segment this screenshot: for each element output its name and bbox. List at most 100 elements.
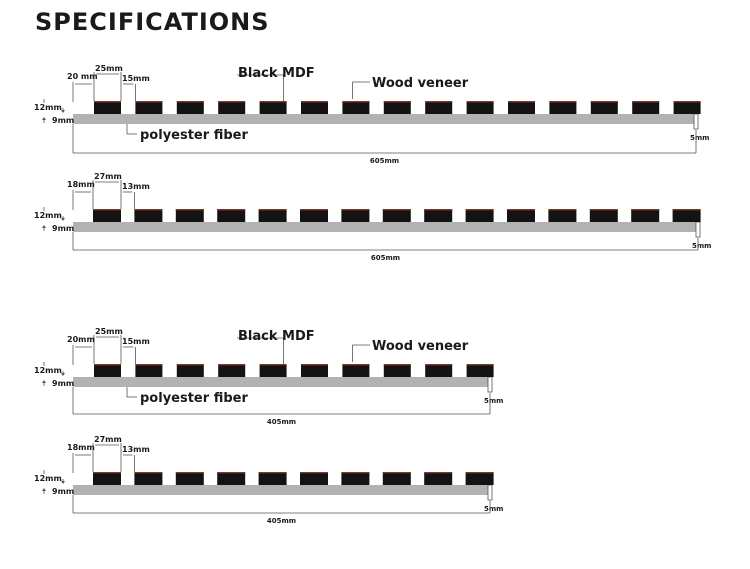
mdf-slat <box>590 101 618 114</box>
felt-label: polyester fiber <box>140 128 248 143</box>
veneer-layer <box>632 101 660 103</box>
mdf-slat <box>341 209 370 222</box>
mdf-slat <box>466 101 494 114</box>
veneer-layer <box>589 209 618 211</box>
mdf-slat <box>424 209 453 222</box>
edge-gap-label: 18mm <box>67 443 95 452</box>
veneer-layer <box>382 472 411 474</box>
veneer-layer <box>218 101 246 103</box>
veneer-layer <box>507 209 535 211</box>
veneer-layer <box>301 101 328 103</box>
veneer-label: Wood veneer <box>372 339 469 354</box>
mdf-label: Black MDF <box>238 66 315 81</box>
veneer-layer <box>135 364 163 366</box>
veneer-layer <box>175 472 204 474</box>
veneer-layer <box>465 209 494 211</box>
veneer-layer <box>259 101 287 103</box>
veneer-layer <box>465 472 494 474</box>
overhang-label: 5mm <box>692 242 711 250</box>
veneer-layer <box>135 101 163 103</box>
veneer-layer <box>425 101 453 103</box>
veneer-layer <box>217 209 246 211</box>
mdf-slat <box>93 209 121 222</box>
veneer-layer <box>258 472 287 474</box>
mdf-slat <box>135 101 163 114</box>
veneer-layer <box>466 364 494 366</box>
mdf-slat <box>175 472 204 485</box>
veneer-layer <box>258 209 287 211</box>
total-width-label: 605mm <box>371 254 400 262</box>
felt-base <box>73 377 490 387</box>
veneer-layer <box>341 209 370 211</box>
mdf-slat <box>383 364 411 377</box>
base-arrow-head <box>42 117 46 120</box>
veneer-layer <box>673 101 701 103</box>
edge-gap-label: 18mm <box>67 180 95 189</box>
veneer-layer <box>342 101 370 103</box>
mdf-slat <box>134 209 163 222</box>
slat-height-label: 12mm <box>34 211 62 220</box>
veneer-layer <box>508 101 535 103</box>
slat-gap-label: 13mm <box>122 182 150 191</box>
veneer-layer <box>382 209 411 211</box>
overhang-label: 5mm <box>484 505 503 513</box>
slat-height-label: 12mm <box>34 474 62 483</box>
slat-height-label: 12mm <box>34 103 62 112</box>
mdf-slat <box>176 101 204 114</box>
slat-width-label: 27mm <box>94 172 122 181</box>
veneer-layer <box>383 101 411 103</box>
edge-gap-label: 20 mm <box>67 72 98 81</box>
veneer-layer <box>134 209 163 211</box>
base-arrow-head <box>42 380 46 383</box>
felt-base <box>73 222 698 232</box>
mdf-slat <box>424 472 453 485</box>
veneer-layer <box>176 101 204 103</box>
base-arrow-head <box>42 225 46 228</box>
height-arrow-head <box>61 481 65 484</box>
veneer-layer <box>93 472 121 474</box>
mdf-slat <box>631 209 660 222</box>
overhang-label: 5mm <box>484 397 503 405</box>
veneer-layer <box>342 364 370 366</box>
felt-label: polyester fiber <box>140 391 248 406</box>
base-height-label: 9mm <box>52 224 74 233</box>
mdf-slat <box>176 364 204 377</box>
mdf-slat <box>382 472 411 485</box>
mdf-slat <box>508 101 535 114</box>
mdf-slat <box>342 101 370 114</box>
height-arrow-head <box>61 373 65 376</box>
veneer-layer <box>218 364 246 366</box>
slat-width-label: 25mm <box>95 64 123 73</box>
overhang-edge <box>487 484 493 501</box>
base-height-label: 9mm <box>52 379 74 388</box>
veneer-layer <box>93 209 121 211</box>
veneer-layer <box>341 472 370 474</box>
mdf-slat <box>341 472 370 485</box>
base-height-label: 9mm <box>52 116 74 125</box>
veneer-layer <box>300 472 328 474</box>
base-arrow-head <box>42 488 46 491</box>
page-title: SPECIFICATIONS <box>35 8 270 36</box>
mdf-slat <box>258 209 287 222</box>
felt-base <box>73 485 490 495</box>
mdf-slat <box>259 101 287 114</box>
mdf-slat <box>258 472 287 485</box>
mdf-slat <box>301 101 328 114</box>
mdf-slat <box>342 364 370 377</box>
mdf-slat <box>465 472 494 485</box>
height-arrow-head <box>61 218 65 221</box>
mdf-slat <box>383 101 411 114</box>
slat-height-label: 12mm <box>34 366 62 375</box>
total-width-label: 405mm <box>267 517 296 525</box>
mdf-slat <box>217 472 246 485</box>
slat-width-label: 27mm <box>94 435 122 444</box>
overhang-edge <box>693 113 699 130</box>
felt-base <box>73 114 696 124</box>
veneer-label: Wood veneer <box>372 76 469 91</box>
mdf-slat <box>672 209 701 222</box>
mdf-slat <box>218 101 246 114</box>
